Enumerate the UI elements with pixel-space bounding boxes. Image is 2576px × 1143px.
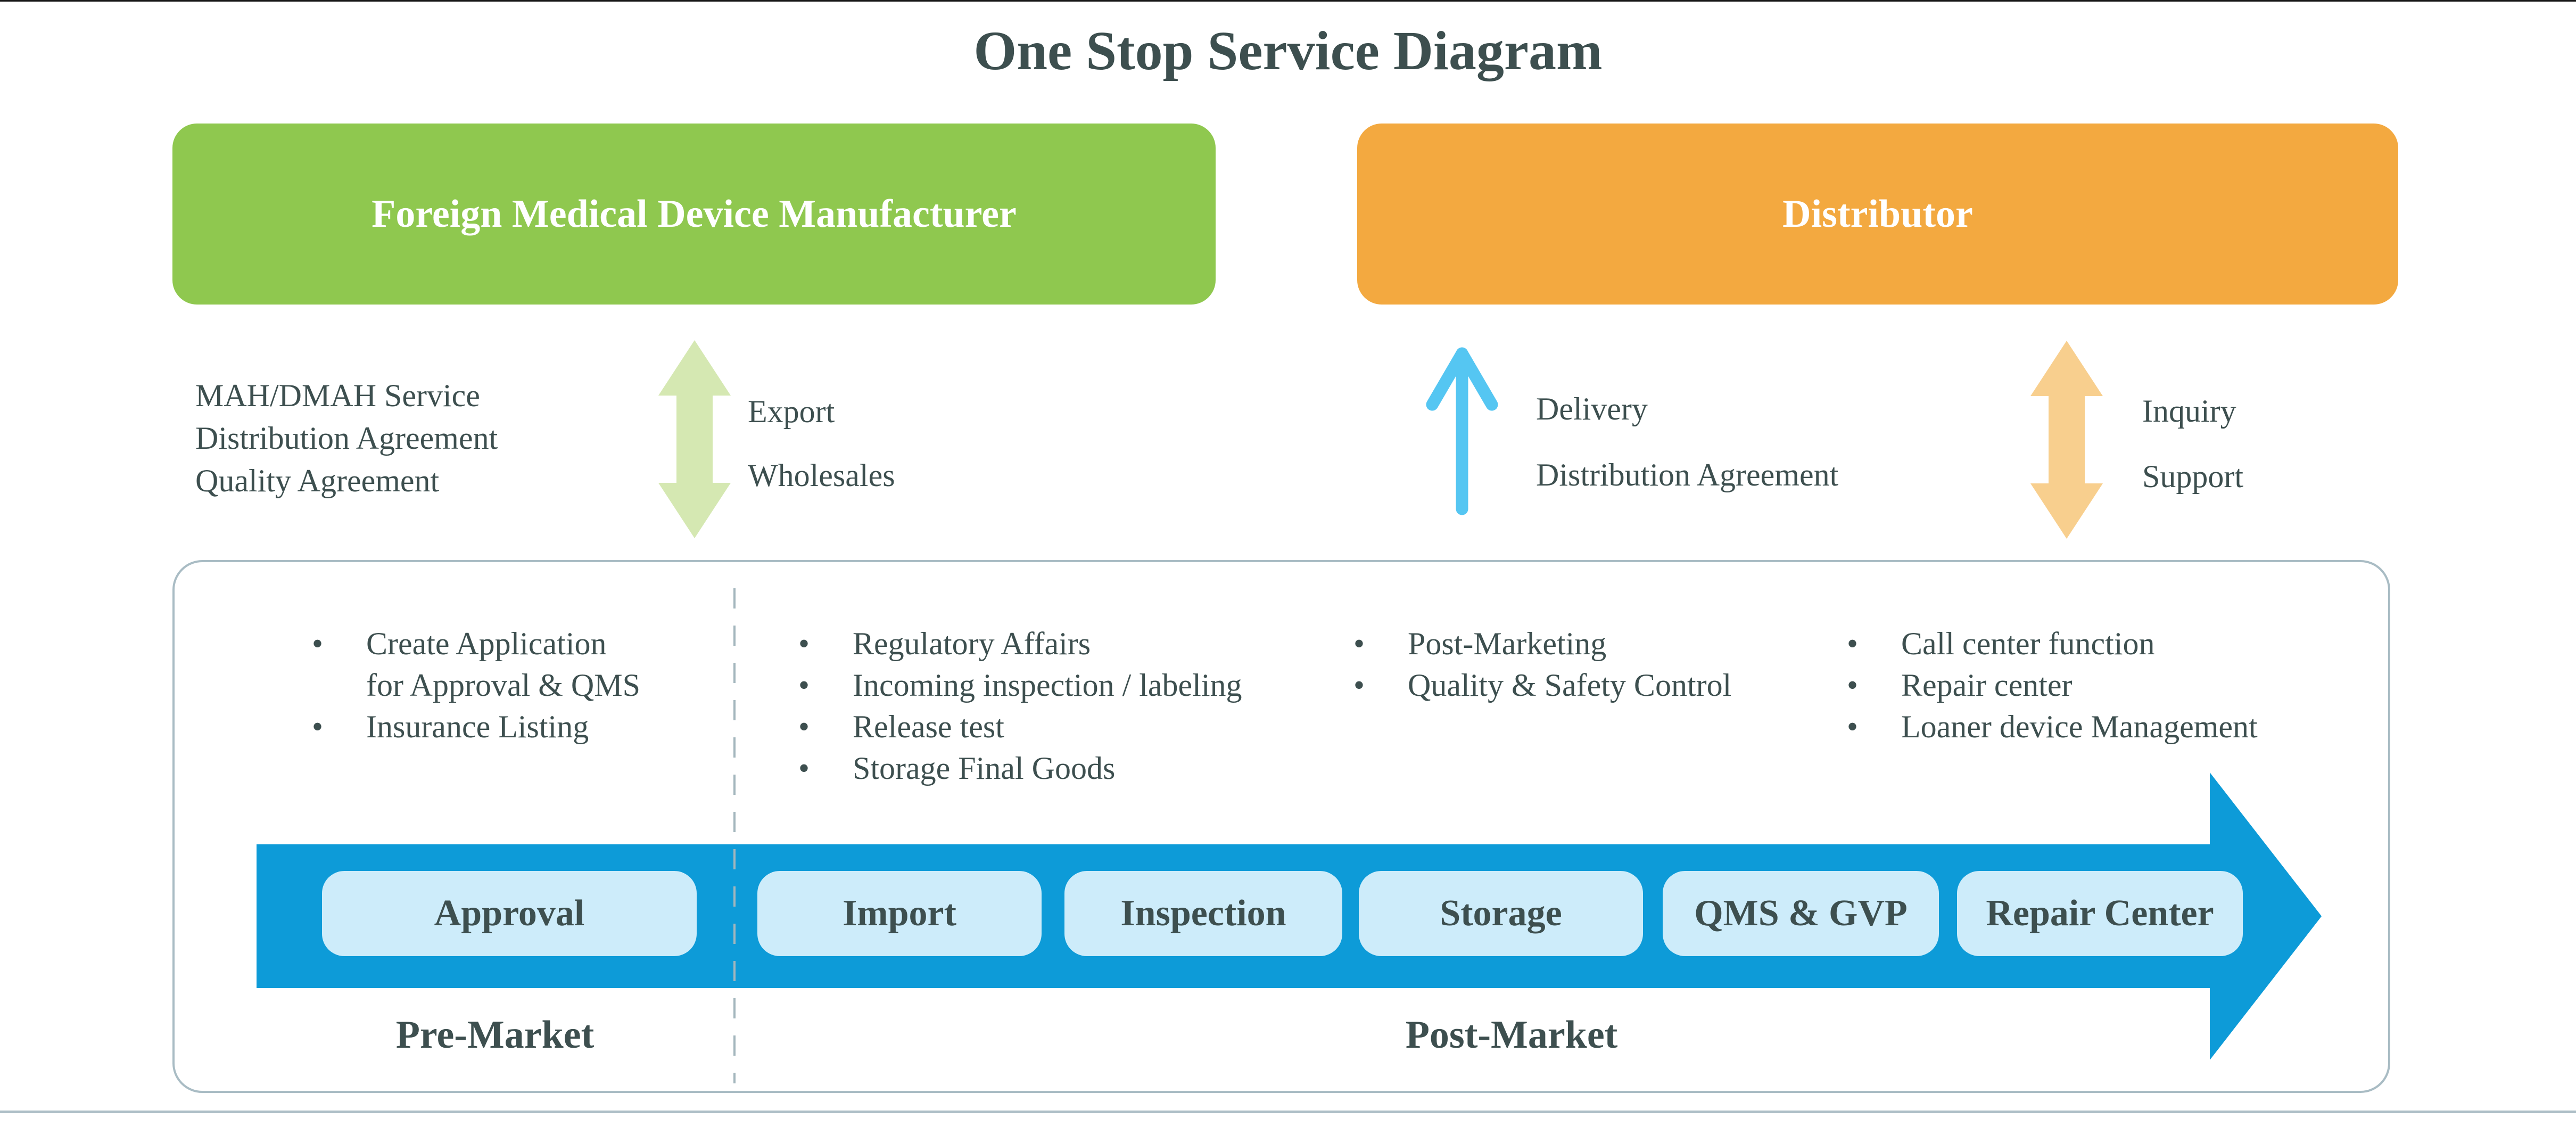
- export-wholesales-arrow-icon: [658, 340, 731, 538]
- list-item: • Storage Final Goods: [795, 747, 1327, 789]
- list-item: • Release test: [795, 706, 1327, 747]
- bullet-icon: •: [1847, 626, 1859, 661]
- bullet-icon: •: [312, 709, 324, 744]
- list-item: • Loaner device Management: [1844, 706, 2376, 747]
- bullet-icon: •: [798, 709, 810, 744]
- list-item: • Insurance Listing: [309, 706, 788, 747]
- note-line: Distribution Agreement: [195, 421, 498, 456]
- pre-post-divider-line: [733, 588, 736, 1083]
- list-item: • Incoming inspection / labeling: [795, 664, 1327, 706]
- bullet-icon: •: [1353, 668, 1365, 703]
- list-item-text: Repair center: [1901, 668, 2073, 703]
- delivery-arrow-icon: [1426, 347, 1498, 515]
- list-item: • Create Application for Approval & QMS: [309, 623, 788, 706]
- list-item-text: Create Application for Approval & QMS: [366, 626, 640, 703]
- support-label: Support: [2142, 459, 2244, 494]
- wholesales-label: Wholesales: [748, 458, 895, 493]
- list-item: • Post-Marketing: [1350, 623, 1829, 664]
- distributor-box-label: Distributor: [1782, 192, 1973, 236]
- list-item-text: Regulatory Affairs: [853, 626, 1091, 661]
- list-item-text: Loaner device Management: [1901, 709, 2258, 744]
- stage-repair-center: Repair Center: [1957, 871, 2243, 956]
- list-item: • Quality & Safety Control: [1350, 664, 1829, 706]
- list-item: • Regulatory Affairs: [795, 623, 1327, 664]
- bullet-icon: •: [312, 626, 324, 661]
- inquiry-support-arrow-icon: [2030, 341, 2103, 539]
- bottom-border-line: [0, 1111, 2576, 1113]
- service-activities-list: • Call center function • Repair center • Loan…: [1844, 623, 2376, 747]
- list-item-text: Quality & Safety Control: [1408, 668, 1732, 703]
- stage-inspection: Inspection: [1064, 871, 1342, 956]
- export-label: Export: [748, 394, 835, 429]
- manufacturer-box: Foreign Medical Device Manufacturer: [172, 124, 1216, 305]
- list-item-text: Release test: [853, 709, 1004, 744]
- list-item-text: Call center function: [1901, 626, 2155, 661]
- distribution-agreement-label: Distribution Agreement: [1536, 457, 1839, 492]
- distributor-box: Distributor: [1357, 124, 2398, 305]
- post-marketing-activities-list: • Post-Marketing • Quality & Safety Control: [1350, 623, 1829, 706]
- delivery-label: Delivery: [1536, 391, 1648, 426]
- note-line: MAH/DMAH Service: [195, 378, 480, 413]
- process-panel: [172, 560, 2390, 1093]
- pre-market-label: Pre-Market: [395, 1013, 595, 1057]
- stage-approval: Approval: [322, 871, 697, 956]
- bullet-icon: •: [1353, 626, 1365, 661]
- inquiry-label: Inquiry: [2142, 393, 2236, 429]
- list-item-text: Insurance Listing: [366, 709, 589, 744]
- bullet-icon: •: [1847, 709, 1859, 744]
- import-activities-list: • Regulatory Affairs • Incoming inspection …: [795, 623, 1327, 789]
- bullet-icon: •: [798, 626, 810, 661]
- list-item-text: Storage Final Goods: [853, 751, 1116, 786]
- bullet-icon: •: [798, 751, 810, 786]
- top-border-line: [0, 0, 2576, 2]
- list-item-text: Post-Marketing: [1408, 626, 1607, 661]
- manufacturer-box-label: Foreign Medical Device Manufacturer: [371, 192, 1017, 236]
- list-item: • Repair center: [1844, 664, 2376, 706]
- post-market-label: Post-Market: [1405, 1013, 1618, 1057]
- stage-qms-gvp: QMS & GVP: [1663, 871, 1939, 956]
- pre-market-activities-list: • Create Application for Approval & QMS • I…: [309, 623, 788, 747]
- list-item: • Call center function: [1844, 623, 2376, 664]
- stage-import: Import: [757, 871, 1042, 956]
- note-line: Quality Agreement: [195, 463, 440, 498]
- bullet-icon: •: [798, 668, 810, 703]
- manufacturer-services-note: MAH/DMAH Service Distribution Agreement …: [195, 374, 498, 502]
- stage-storage: Storage: [1359, 871, 1643, 956]
- bullet-icon: •: [1847, 668, 1859, 703]
- list-item-text: Incoming inspection / labeling: [853, 668, 1242, 703]
- page-title: One Stop Service Diagram: [973, 20, 1603, 81]
